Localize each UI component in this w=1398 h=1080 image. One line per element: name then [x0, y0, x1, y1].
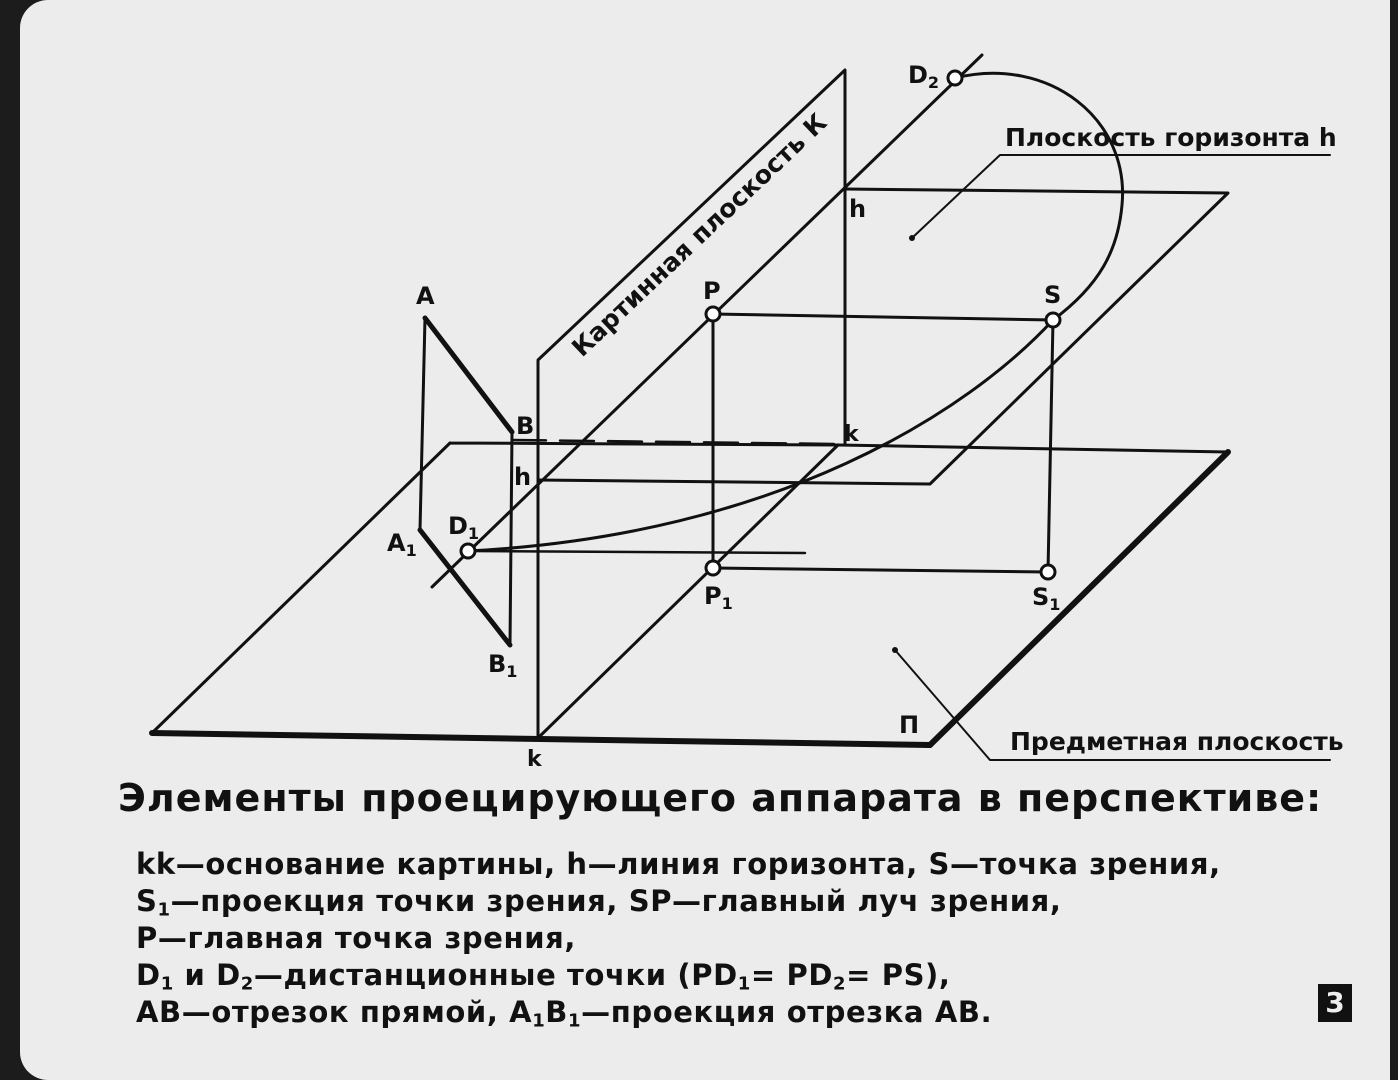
legend-line-4: D1 и D2—дистанционные точки (PD1= PD2= P…	[136, 958, 951, 995]
distance-line	[430, 53, 984, 589]
label-b: B	[516, 412, 534, 440]
legend-line-5: AB—отрезок прямой, A1B1—проекция отрезка…	[136, 995, 993, 1032]
segment-a1b1	[417, 527, 513, 648]
object-plane-front-edge	[149, 730, 933, 748]
label-p1: P1	[704, 582, 733, 613]
segment-ab	[422, 315, 515, 435]
point-s	[1044, 311, 1062, 329]
label-a: A	[416, 282, 435, 310]
label-h-top: h	[849, 195, 866, 223]
legend-line-3: P—главная точка зрения,	[136, 921, 576, 955]
point-d1	[459, 542, 477, 560]
arc-s-d1	[466, 318, 1055, 553]
point-s1	[1039, 563, 1057, 581]
point-p	[704, 305, 722, 323]
label-k-top: k	[844, 422, 860, 447]
object-callout-leader	[894, 649, 1331, 761]
label-b1: B1	[488, 650, 517, 681]
point-p1	[704, 559, 722, 577]
horizon-plane-dot	[909, 235, 915, 241]
slide-number-badge: 3	[1318, 984, 1352, 1022]
horizon-plane-label: Плоскость горизонта h	[1005, 123, 1337, 152]
horizon-callout-leader	[911, 154, 1331, 239]
object-plane-label: Предметная плоскость	[1010, 727, 1344, 756]
arc-d2-s	[953, 71, 1125, 322]
legend-line-1: kk—основание картины, h—линия горизонта,…	[136, 847, 1221, 881]
perspective-diagram: A B A1 B1 D1 D2 P P1 S S1 h h k k П Карт…	[149, 53, 1344, 772]
label-d2: D2	[908, 61, 939, 92]
line-b-b1	[508, 430, 514, 647]
label-d1: D1	[448, 512, 479, 543]
line-d1-right	[466, 549, 807, 555]
point-d2	[946, 69, 964, 87]
legend: kk—основание картины, h—линия горизонта,…	[136, 846, 1366, 1031]
horizon-plane-outline	[536, 187, 1230, 486]
slide-title: Элементы проецирующего аппарата в перспе…	[118, 776, 1323, 820]
picture-plane-ground-line-kk	[536, 443, 840, 740]
label-pi: П	[899, 711, 919, 739]
object-plane-dot	[892, 647, 898, 653]
object-plane-outline	[150, 441, 1230, 747]
label-s1: S1	[1032, 583, 1060, 614]
line-p1-s1	[711, 566, 1050, 574]
label-a1: A1	[387, 529, 417, 560]
line-s-s1	[1046, 318, 1055, 574]
label-k-bottom: k	[527, 747, 543, 772]
slide: A B A1 B1 D1 D2 P P1 S S1 h h k k П Карт…	[20, 0, 1390, 1080]
line-a-a1	[418, 316, 427, 532]
principal-ray-sp	[711, 312, 1055, 322]
legend-line-2: S1—проекция точки зрения, SP—главный луч…	[136, 884, 1062, 921]
label-h-left: h	[514, 463, 531, 491]
picture-plane-outline	[536, 68, 847, 740]
object-plane-right-edge	[927, 449, 1231, 748]
label-s: S	[1044, 281, 1061, 309]
picture-plane-label: Картинная плоскость К	[566, 107, 833, 362]
line-b-hidden	[510, 438, 840, 446]
label-p: P	[703, 277, 721, 305]
